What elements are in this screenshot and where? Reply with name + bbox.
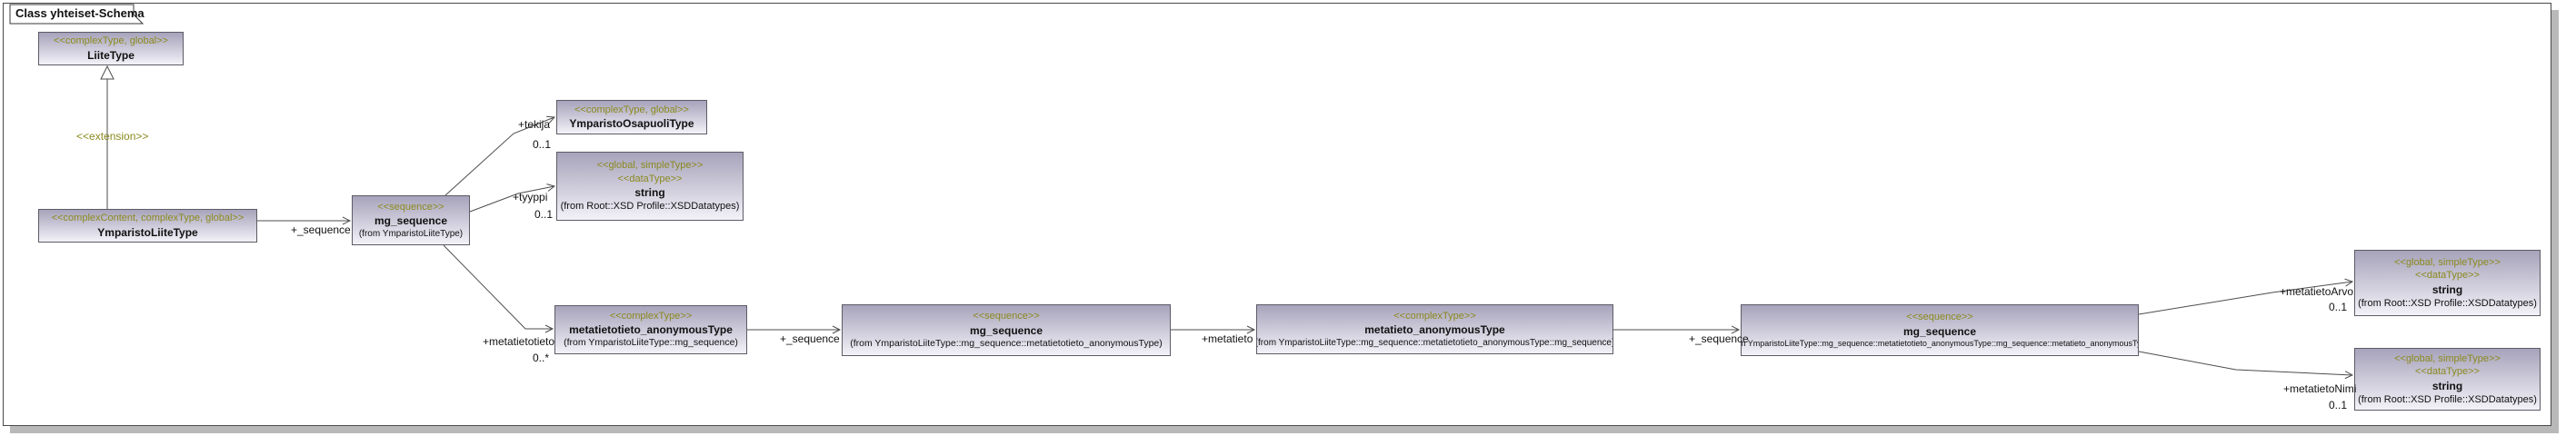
generalization-extension <box>100 64 115 209</box>
edge-label-metatietoarvo: +metatietoArvo <box>2280 285 2354 298</box>
class-from-label: (from YmparistoLiiteType::mg_sequence) <box>564 337 738 349</box>
edge-label-tyyppi: +tyyppi <box>513 191 548 203</box>
edge-label-tekija: +tekija <box>518 118 551 131</box>
multiplicity-metatietonimi: 0..1 <box>2329 399 2348 411</box>
class-from-label: (from YmparistoLiiteType::mg_sequence::m… <box>1256 338 1613 349</box>
class-name: metatietotieto_anonymousType <box>569 323 733 337</box>
edge-tekija <box>444 115 556 196</box>
edge-label-sequence-3: +_sequence <box>1689 332 1749 345</box>
class-name: mg_sequence <box>969 323 1043 337</box>
class-name: mg_sequence <box>374 214 448 228</box>
class-string-metatietoarvo[interactable]: <<global, simpleType>> <<dataType>> stri… <box>2354 250 2541 316</box>
edge-label-sequence-1: +_sequence <box>291 223 351 236</box>
class-name: mg_sequence <box>1902 324 1977 338</box>
class-name: string <box>2431 379 2463 392</box>
stereotype-label-2: <<dataType>> <box>617 173 683 184</box>
class-name: metatieto_anonymousType <box>1364 323 1505 337</box>
edge-metatietotieto <box>443 244 554 333</box>
stereotype-label-2: <<dataType>> <box>2415 270 2480 282</box>
edge-label-metatieto: +metatieto <box>1202 332 1253 345</box>
edge-tyyppi <box>469 183 556 213</box>
class-mg-sequence-3[interactable]: <<sequence>> mg_sequence (from Ymparisto… <box>1741 304 2139 356</box>
edge-label-sequence-2: +_sequence <box>780 332 840 345</box>
multiplicity-tyyppi: 0..1 <box>534 208 554 221</box>
edge-label-metatietonimi: +metatietoNimi <box>2283 382 2357 395</box>
stereotype-label: <<sequence>> <box>377 201 444 213</box>
stereotype-label: <<sequence>> <box>973 311 1040 322</box>
class-metatieto-anonymoustype[interactable]: <<complexType>> metatieto_anonymousType … <box>1256 304 1613 354</box>
class-mg-sequence-2[interactable]: <<sequence>> mg_sequence (from Ymparisto… <box>842 304 1171 356</box>
class-name: YmparistoLiiteType <box>97 225 198 239</box>
class-from-label: (from YmparistoLiiteType::mg_sequence::m… <box>1741 338 2139 348</box>
multiplicity-metatietotieto: 0..* <box>533 352 550 364</box>
class-string-tyyppi[interactable]: <<global, simpleType>> <<dataType>> stri… <box>556 152 744 221</box>
class-metatietotieto-anonymoustype[interactable]: <<complexType>> metatietotieto_anonymous… <box>554 305 747 354</box>
class-ymparistoliitetype[interactable]: <<complexContent, complexType, global>> … <box>38 209 257 243</box>
class-name: YmparistoOsapuoliType <box>569 117 694 131</box>
stereotype-label: <<complexContent, complexType, global>> <box>51 213 245 224</box>
stereotype-label: <<sequence>> <box>1906 312 1973 323</box>
class-from-label: (from YmparistoLiiteType::mg_sequence::m… <box>850 337 1163 349</box>
stereotype-label-2: <<dataType>> <box>2415 366 2480 378</box>
class-mg-sequence-1[interactable]: <<sequence>> mg_sequence (from Ymparisto… <box>352 195 470 245</box>
class-from-label: (from Root::XSD Profile::XSDDatatypes) <box>2358 393 2537 405</box>
generalization-arrowhead <box>100 64 115 80</box>
multiplicity-tekija: 0..1 <box>533 138 552 151</box>
multiplicity-metatietoarvo: 0..1 <box>2329 301 2348 313</box>
class-name: string <box>2431 282 2463 296</box>
diagram-title: Class yhteiset-Schema <box>15 6 145 20</box>
class-name: LiiteType <box>87 48 135 62</box>
edge-label-metatietotieto: +metatietotieto <box>483 335 555 348</box>
stereotype-label: <<complexType, global>> <box>54 35 168 47</box>
class-ymparistoosapuolitype[interactable]: <<complexType, global>> YmparistoOsapuol… <box>556 100 707 134</box>
edge-metatietoarvo <box>2138 278 2354 315</box>
class-from-label: (from YmparistoLiiteType) <box>358 229 464 240</box>
stereotype-label: <<complexType>> <box>1393 310 1476 322</box>
class-string-metatietonimi[interactable]: <<global, simpleType>> <<dataType>> stri… <box>2354 348 2541 411</box>
extension-stereotype-label: <<extension>> <box>76 130 149 143</box>
stereotype-label: <<complexType>> <box>609 310 693 322</box>
class-from-label: (from Root::XSD Profile::XSDDatatypes) <box>2358 297 2537 309</box>
stereotype-label: <<complexType, global>> <box>574 104 689 115</box>
frame-title-tab <box>9 4 145 25</box>
class-liitetype[interactable]: <<complexType, global>> LiiteType <box>38 32 184 65</box>
stereotype-label: <<global, simpleType>> <box>596 160 704 172</box>
stereotype-label: <<global, simpleType>> <box>2394 352 2501 364</box>
class-name: string <box>634 186 665 200</box>
class-from-label: (from Root::XSD Profile::XSDDatatypes) <box>560 201 740 213</box>
edge-metatietonimi <box>2138 351 2354 380</box>
stereotype-label: <<global, simpleType>> <box>2394 256 2501 268</box>
